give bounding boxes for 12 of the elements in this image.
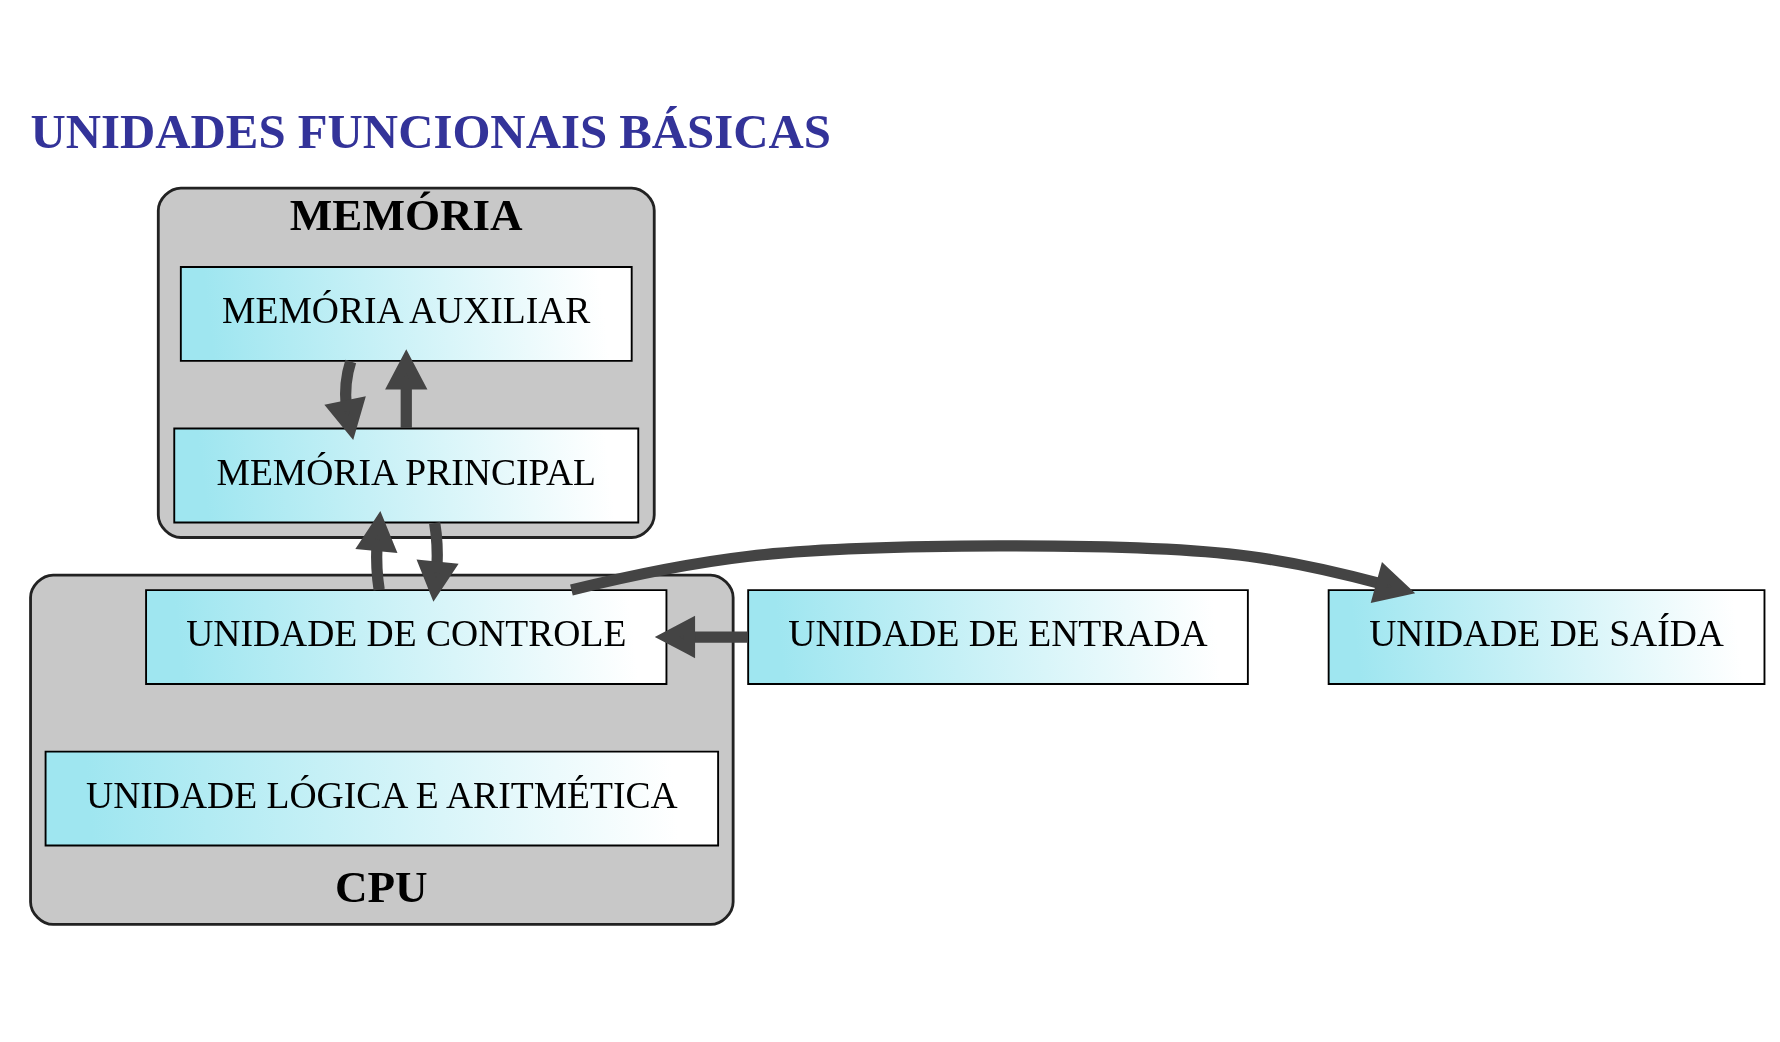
arrow	[385, 348, 428, 428]
arrow	[324, 359, 366, 440]
node-box: UNIDADE LÓGICA E ARITMÉTICA	[44, 750, 720, 846]
node-box: UNIDADE DE SAÍDA	[1327, 588, 1766, 685]
node-box: MEMÓRIA AUXILIAR	[179, 265, 633, 362]
arrow	[416, 521, 459, 602]
node-box: UNIDADE DE ENTRADA	[747, 588, 1249, 685]
arrow	[654, 615, 748, 658]
node-box: UNIDADE DE CONTROLE	[145, 588, 668, 685]
node-box: MEMÓRIA PRINCIPAL	[173, 427, 640, 523]
arrow	[355, 510, 398, 590]
diagram-title: UNIDADES FUNCIONAIS BÁSICAS	[30, 103, 831, 159]
